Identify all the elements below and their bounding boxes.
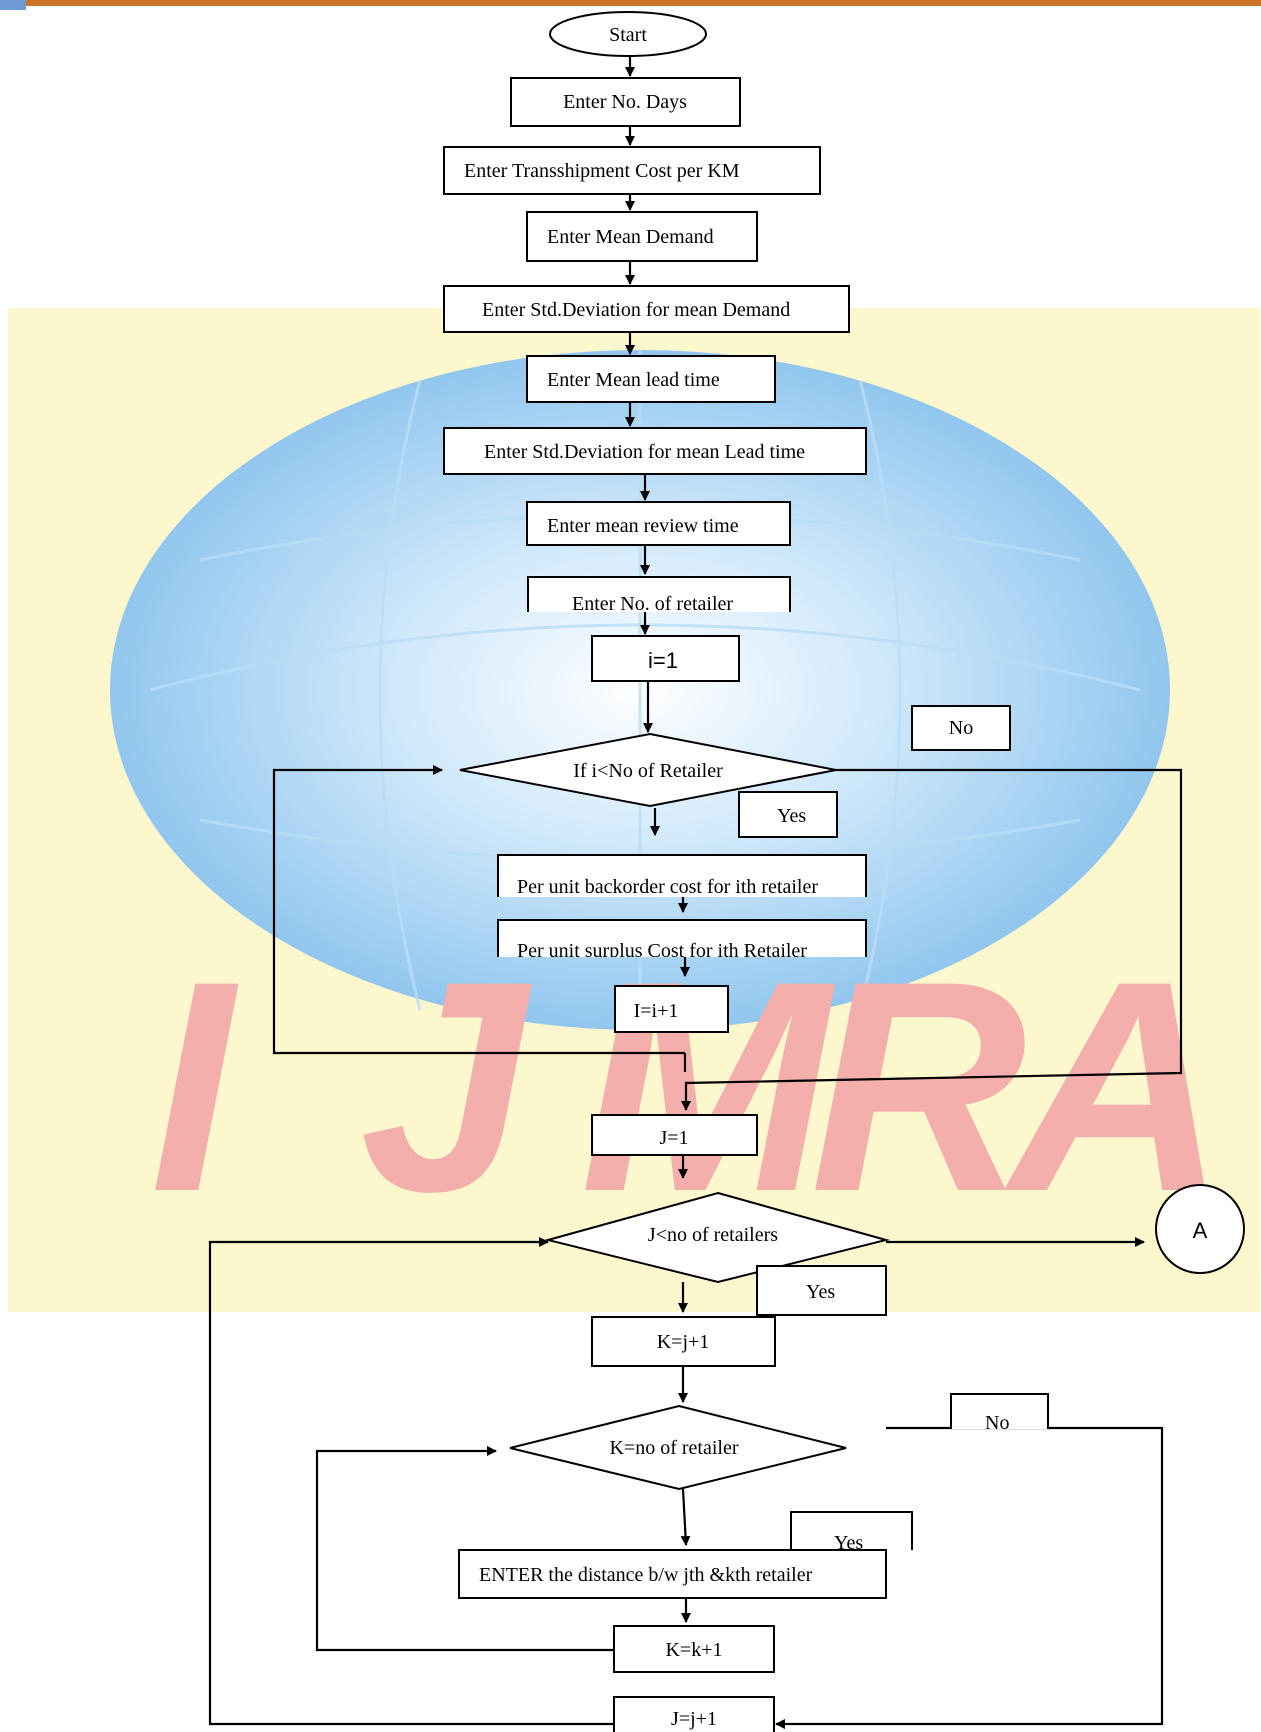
node-start: Start [549,11,707,57]
node-enter-sd-demand: Enter Std.Deviation for mean Demand [443,285,850,333]
node-enter-sd-lead-label: Enter Std.Deviation for mean Lead time [484,441,805,463]
node-init-i: i=1 [591,635,740,682]
top-border [0,0,1261,10]
node-enter-sd-demand-label: Enter Std.Deviation for mean Demand [482,299,790,321]
node-decision-j-label: J<no of retailers [648,1224,778,1246]
edge-no-exit-i [681,768,1183,1111]
flow-nodes: Start Enter No. Days Enter Transshipment… [443,11,1245,1732]
node-backorder-cost: Per unit backorder cost for ith retailer [497,854,867,898]
node-init-k-label: K=j+1 [657,1331,710,1353]
node-incr-k-label: K=k+1 [665,1639,722,1661]
label-yes-2-text: Yes [806,1281,835,1303]
node-enter-review-label: Enter mean review time [547,515,739,537]
node-incr-j: J=j+1 [613,1696,775,1732]
node-backorder-cost-label: Per unit backorder cost for ith retailer [517,876,818,898]
label-no-2-text: No [985,1412,1009,1434]
label-no-1: No [911,705,1011,751]
label-no-1-text: No [949,717,973,739]
label-yes-3-text: Yes [834,1532,863,1554]
node-enter-transship-cost: Enter Transshipment Cost per KM [443,146,821,195]
node-surplus-cost: Per unit surplus Cost for ith Retailer [497,919,867,962]
watermark: I J M R A [8,308,1260,1312]
node-enter-sd-lead: Enter Std.Deviation for mean Lead time [443,427,867,475]
edge-decisionk-distance [680,1488,691,1546]
node-decision-i: If i<No of Retailer [459,732,837,808]
label-yes-1: Yes [738,791,838,838]
watermark-letter-2: J [360,918,533,1254]
edge-loop-i [272,765,685,1055]
node-init-j-label: J=1 [659,1127,688,1149]
connector-a: A [1155,1184,1245,1274]
node-enter-days: Enter No. Days [510,77,741,127]
node-enter-days-label: Enter No. Days [563,91,687,113]
node-enter-review: Enter mean review time [526,501,791,546]
node-decision-k: K=no of retailer [509,1404,847,1491]
node-incr-i-label: I=i+1 [634,1000,679,1022]
node-decision-j: J<no of retailers [544,1191,890,1284]
node-init-i-label: i=1 [648,648,678,673]
node-decision-k-label: K=no of retailer [609,1437,738,1459]
edge-loop-k [315,1446,614,1652]
node-incr-i: I=i+1 [614,985,729,1033]
node-enter-mean-demand-label: Enter Mean Demand [547,226,714,248]
node-decision-i-label: If i<No of Retailer [573,760,723,782]
watermark-letter-4: R [810,918,1027,1254]
label-no-2: No [950,1393,1049,1434]
node-init-j: J=1 [591,1114,758,1156]
flow-edges [208,56,1183,1729]
node-enter-retailers-label: Enter No. of retailer [572,593,733,615]
watermark-letter-1: I [150,918,239,1254]
node-enter-mean-demand: Enter Mean Demand [526,211,758,262]
node-enter-mean-lead: Enter Mean lead time [526,355,776,403]
label-yes-1-text: Yes [777,805,806,827]
node-incr-k: K=k+1 [613,1625,775,1673]
node-init-k: K=j+1 [591,1316,776,1367]
node-enter-distance-label: ENTER the distance b/w jth &kth retailer [479,1564,813,1586]
node-enter-transship-cost-label: Enter Transshipment Cost per KM [464,160,740,182]
label-yes-2: Yes [756,1265,887,1316]
node-surplus-cost-label: Per unit surplus Cost for ith Retailer [517,940,807,962]
node-enter-retailers: Enter No. of retailer [527,576,791,615]
connector-a-label: A [1193,1218,1208,1243]
node-enter-distance: ENTER the distance b/w jth &kth retailer [458,1549,887,1599]
node-start-label: Start [609,24,647,46]
edge-loop-j [208,1237,614,1726]
node-incr-j-label: J=j+1 [671,1708,717,1730]
label-yes-3: Yes [790,1511,913,1554]
node-enter-mean-lead-label: Enter Mean lead time [547,369,720,391]
